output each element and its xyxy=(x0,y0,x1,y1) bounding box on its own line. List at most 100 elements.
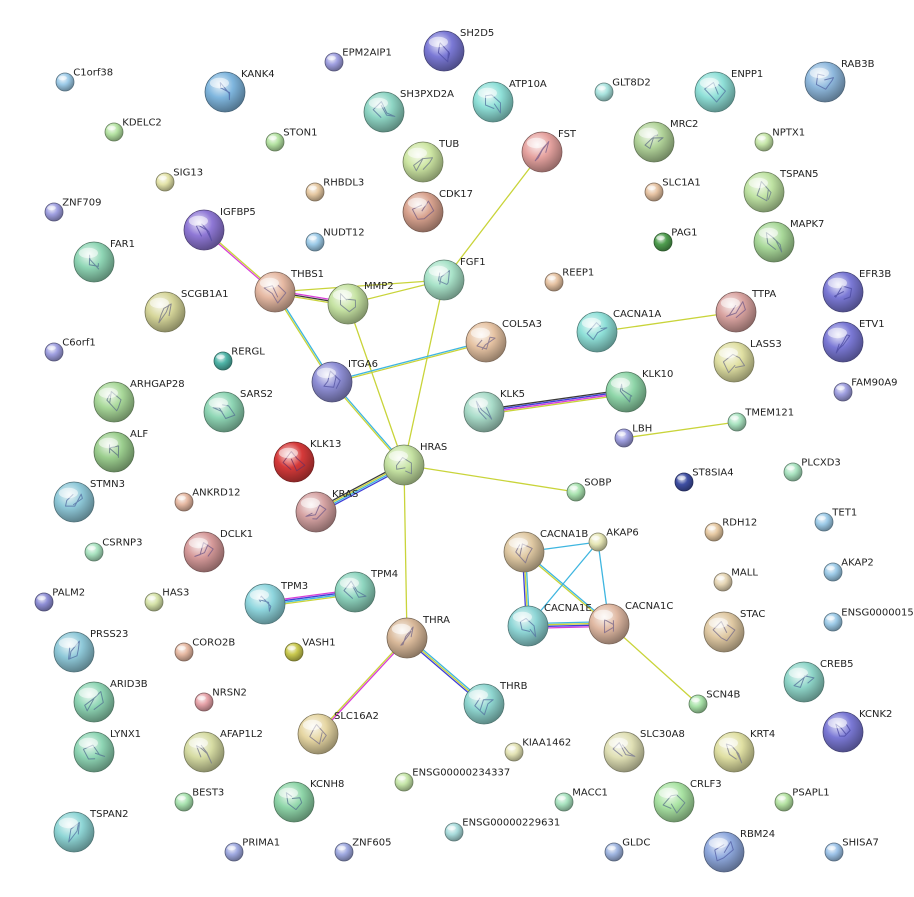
node-cacna1b[interactable]: CACNA1B xyxy=(503,529,588,573)
node-kcnh8[interactable]: KCNH8 xyxy=(273,779,344,823)
node-znf605[interactable]: ZNF605 xyxy=(334,837,391,862)
node-glt8d2[interactable]: GLT8D2 xyxy=(594,77,651,102)
edge-hras-thra[interactable] xyxy=(403,464,408,639)
node-tspan5[interactable]: TSPAN5 xyxy=(743,169,819,213)
node-thrb[interactable]: THRB xyxy=(463,681,528,725)
node-scn4b[interactable]: SCN4B xyxy=(688,689,740,714)
node-akap6[interactable]: AKAP6 xyxy=(588,527,639,552)
node-pag1[interactable]: PAG1 xyxy=(653,227,697,252)
node-ensg00000229631[interactable]: ENSG00000229631 xyxy=(444,817,560,842)
node-prss23[interactable]: PRSS23 xyxy=(53,629,128,673)
node-cacna1a[interactable]: CACNA1A xyxy=(576,309,661,353)
node-vash1[interactable]: VASH1 xyxy=(284,637,336,662)
node-far1[interactable]: FAR1 xyxy=(73,239,135,283)
node-tet1[interactable]: TET1 xyxy=(814,507,857,532)
node-nrsn2[interactable]: NRSN2 xyxy=(194,687,247,712)
node-tspan2[interactable]: TSPAN2 xyxy=(53,809,129,853)
node-shisa7[interactable]: SHISA7 xyxy=(824,837,879,862)
node-arhgap28[interactable]: ARHGAP28 xyxy=(93,379,185,423)
node-enpp1[interactable]: ENPP1 xyxy=(694,69,763,113)
node-hras[interactable]: HRAS xyxy=(383,442,447,486)
node-alf[interactable]: ALF xyxy=(93,429,148,473)
edge-fgf1-fst[interactable] xyxy=(443,151,543,281)
node-prima1[interactable]: PRIMA1 xyxy=(224,837,280,862)
node-tub[interactable]: TUB xyxy=(402,139,459,183)
node-klk5[interactable]: KLK5 xyxy=(463,389,525,433)
node-kcnk2[interactable]: KCNK2 xyxy=(822,709,892,753)
node-tpm4[interactable]: TPM4 xyxy=(334,569,398,613)
node-dclk1[interactable]: DCLK1 xyxy=(183,529,253,573)
node-creb5[interactable]: CREB5 xyxy=(783,659,853,703)
node-krt4[interactable]: KRT4 xyxy=(713,729,775,773)
node-stmn3[interactable]: STMN3 xyxy=(53,479,125,523)
node-lynx1[interactable]: LYNX1 xyxy=(73,729,141,773)
edge-lbh-tmem121[interactable] xyxy=(623,421,738,439)
node-nudt12[interactable]: NUDT12 xyxy=(305,227,365,252)
node-arid3b[interactable]: ARID3B xyxy=(73,679,148,723)
node-ankrd12[interactable]: ANKRD12 xyxy=(174,487,241,512)
node-etv1[interactable]: ETV1 xyxy=(822,319,885,363)
edge-thbs1-fgf1[interactable] xyxy=(274,279,445,293)
node-thbs1[interactable]: THBS1 xyxy=(254,269,324,313)
node-reep1[interactable]: REEP1 xyxy=(544,267,594,292)
node-c1orf38[interactable]: C1orf38 xyxy=(55,67,113,92)
node-coro2b[interactable]: CORO2B xyxy=(174,637,235,662)
node-afap1l2[interactable]: AFAP1L2 xyxy=(183,729,263,773)
node-thra[interactable]: THRA xyxy=(386,615,450,659)
node-kras[interactable]: KRAS xyxy=(295,489,358,533)
node-psapl1[interactable]: PSAPL1 xyxy=(774,787,830,812)
node-plcxd3[interactable]: PLCXD3 xyxy=(783,457,841,482)
node-scgb1a1[interactable]: SCGB1A1 xyxy=(144,289,229,333)
node-kdelc2[interactable]: KDELC2 xyxy=(104,117,162,142)
node-tpm3[interactable]: TPM3 xyxy=(244,581,308,625)
node-gldc[interactable]: GLDC xyxy=(604,837,650,862)
node-mmp2[interactable]: MMP2 xyxy=(327,281,394,325)
node-rbm24[interactable]: RBM24 xyxy=(703,829,775,873)
node-sobp[interactable]: SOBP xyxy=(566,477,611,502)
edge-fgf1-hras[interactable] xyxy=(403,279,445,466)
node-stac[interactable]: STAC xyxy=(703,609,765,653)
node-lass3[interactable]: LASS3 xyxy=(713,339,782,383)
node-sh2d5[interactable]: SH2D5 xyxy=(423,28,494,72)
node-klk10[interactable]: KLK10 xyxy=(605,369,673,413)
node-klk13[interactable]: KLK13 xyxy=(273,439,341,483)
node-mapk7[interactable]: MAPK7 xyxy=(753,219,824,263)
node-fam90a9[interactable]: FAM90A9 xyxy=(833,377,898,402)
node-rdh12[interactable]: RDH12 xyxy=(704,517,757,542)
node-lbh[interactable]: LBH xyxy=(614,423,652,448)
node-slc30a8[interactable]: SLC30A8 xyxy=(603,729,685,773)
node-atp10a[interactable]: ATP10A xyxy=(472,79,547,123)
node-epm2aip1[interactable]: EPM2AIP1 xyxy=(324,47,392,72)
node-st8sia4[interactable]: ST8SIA4 xyxy=(674,467,734,492)
edge-klk5-klk10[interactable] xyxy=(483,388,627,416)
node-macc1[interactable]: MACC1 xyxy=(554,787,608,812)
edge-itga6-col5a3[interactable] xyxy=(331,340,487,384)
node-akap2[interactable]: AKAP2 xyxy=(823,557,874,582)
node-best3[interactable]: BEST3 xyxy=(174,787,224,812)
node-cacna1e[interactable]: CACNA1E xyxy=(507,603,592,647)
node-itga6[interactable]: ITGA6 xyxy=(311,359,378,403)
node-ttpa[interactable]: TTPA xyxy=(715,289,776,333)
edge-cacna1a-ttpa[interactable] xyxy=(596,311,737,333)
node-slc16a2[interactable]: SLC16A2 xyxy=(297,711,379,755)
node-mrc2[interactable]: MRC2 xyxy=(633,119,698,163)
node-mall[interactable]: MALL xyxy=(713,567,758,592)
node-fst[interactable]: FST xyxy=(521,129,577,173)
node-kank4[interactable]: KANK4 xyxy=(204,69,275,113)
node-palm2[interactable]: PALM2 xyxy=(34,587,85,612)
node-znf709[interactable]: ZNF709 xyxy=(44,197,101,222)
edge-thra-slc16a2[interactable] xyxy=(316,636,409,736)
node-ensg00000234337[interactable]: ENSG00000234337 xyxy=(394,767,510,792)
node-crlf3[interactable]: CRLF3 xyxy=(653,779,722,823)
node-efr3b[interactable]: EFR3B xyxy=(822,269,891,313)
node-kiaa1462[interactable]: KIAA1462 xyxy=(504,737,571,762)
edge-mmp2-hras[interactable] xyxy=(347,303,405,466)
node-has3[interactable]: HAS3 xyxy=(144,587,189,612)
node-cdk17[interactable]: CDK17 xyxy=(402,189,473,233)
node-rhbdl3[interactable]: RHBDL3 xyxy=(305,177,364,202)
node-tmem121[interactable]: TMEM121 xyxy=(727,407,794,432)
node-ensg0000015[interactable]: ENSG0000015 xyxy=(823,607,914,632)
node-csrnp3[interactable]: CSRNP3 xyxy=(84,537,142,562)
